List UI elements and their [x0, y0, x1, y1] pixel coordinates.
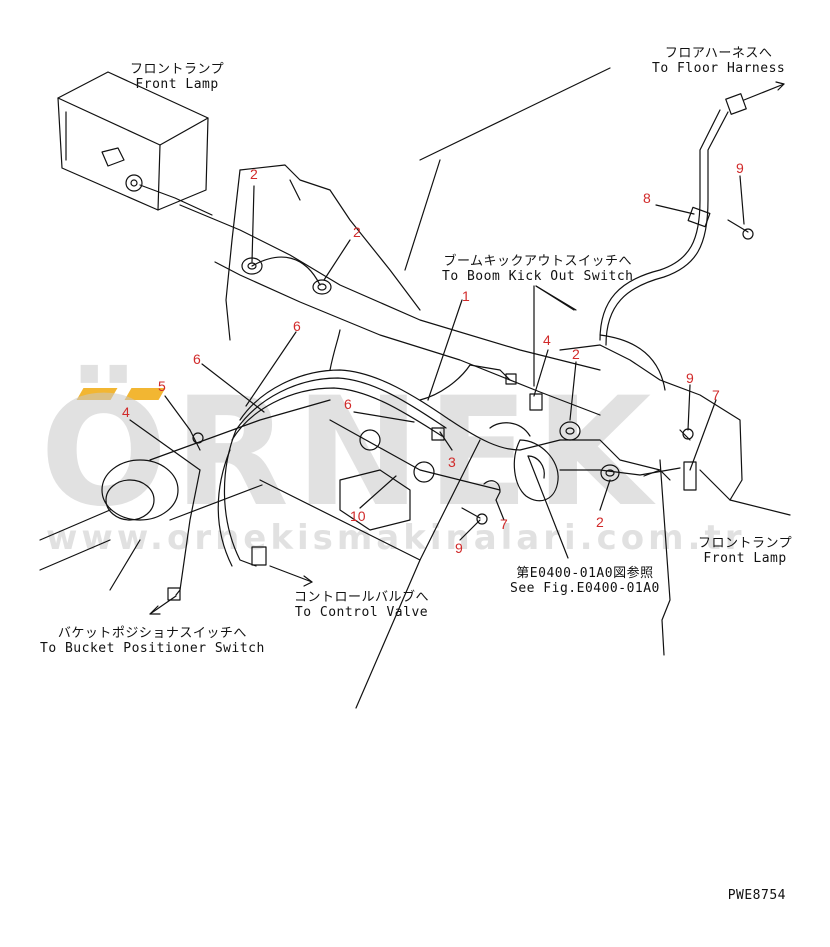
- clamps-and-bolts: [189, 206, 754, 525]
- callout-number: 6: [344, 396, 352, 412]
- callout-number: 2: [353, 224, 361, 240]
- callout-number: 7: [500, 516, 508, 532]
- front-lamp-label-top-en: Front Lamp: [135, 77, 219, 92]
- wire-harness: [175, 109, 729, 596]
- drawing-code: PWE8754: [727, 888, 786, 903]
- see-fig-label: 第E0400-01A0図参照 See Fig.E0400-01A0: [510, 566, 660, 596]
- see-fig-label-jp: 第E0400-01A0図参照: [516, 566, 654, 581]
- callout-number: 1: [462, 288, 470, 304]
- frame-lower: [259, 419, 671, 709]
- callout-number: 3: [448, 454, 456, 470]
- horn: [489, 422, 559, 502]
- callout-number: 7: [712, 387, 720, 403]
- callout-number: 6: [193, 351, 201, 367]
- boom-kick-label-jp: ブームキックアウトスイッチへ: [443, 254, 633, 269]
- callout-number: 4: [543, 332, 551, 348]
- frame-upper: [179, 67, 791, 516]
- bucket-positioner-label-jp: バケットポジショナスイッチへ: [57, 626, 247, 641]
- callout-number: 4: [122, 404, 130, 420]
- boom-kick-label-en: To Boom Kick Out Switch: [442, 269, 634, 284]
- front-lamp-label-right-en: Front Lamp: [703, 551, 787, 566]
- front-lamp-left: [57, 71, 213, 216]
- watermark-brand: ÖRNEK: [40, 366, 658, 540]
- bucket-positioner-label-en: To Bucket Positioner Switch: [40, 641, 265, 656]
- connectors: [167, 93, 747, 601]
- callout-number: 9: [736, 160, 744, 176]
- callout-number: 2: [596, 514, 604, 530]
- callout-number: 8: [643, 190, 651, 206]
- control-valve-label-jp: コントロールバルブへ: [294, 590, 430, 605]
- leader-lines: [129, 175, 745, 559]
- callout-number: 10: [350, 508, 366, 524]
- floor-harness-label-en: To Floor Harness: [652, 61, 786, 76]
- floor-harness-label: フロアハーネスへ To Floor Harness: [652, 46, 785, 76]
- grommets: [241, 257, 620, 483]
- callout-number: 9: [686, 370, 694, 386]
- front-lamp-label-top-jp: フロントランプ: [130, 62, 225, 77]
- floor-harness-label-jp: フロアハーネスへ: [664, 46, 773, 61]
- callout-number: 2: [250, 166, 258, 182]
- boom-kick-label: ブームキックアウトスイッチへ To Boom Kick Out Switch: [442, 254, 634, 284]
- callout-number: 5: [158, 378, 166, 394]
- callout-number: 2: [572, 346, 580, 362]
- callout-number: 9: [455, 540, 463, 556]
- direction-arrows: [149, 81, 785, 615]
- control-valve-label: コントロールバルブへ To Control Valve: [294, 590, 429, 620]
- see-fig-label-en: See Fig.E0400-01A0: [510, 581, 660, 596]
- control-valve-label-en: To Control Valve: [294, 605, 429, 620]
- front-lamp-label-top: フロントランプ Front Lamp: [130, 62, 224, 92]
- callout-number: 6: [293, 318, 301, 334]
- front-lamp-label-right: フロントランプ Front Lamp: [698, 536, 792, 566]
- bucket-positioner-label: バケットポジショナスイッチへ To Bucket Positioner Swit…: [40, 626, 265, 656]
- front-lamp-label-right-jp: フロントランプ: [698, 536, 793, 551]
- cylinder: [39, 399, 331, 591]
